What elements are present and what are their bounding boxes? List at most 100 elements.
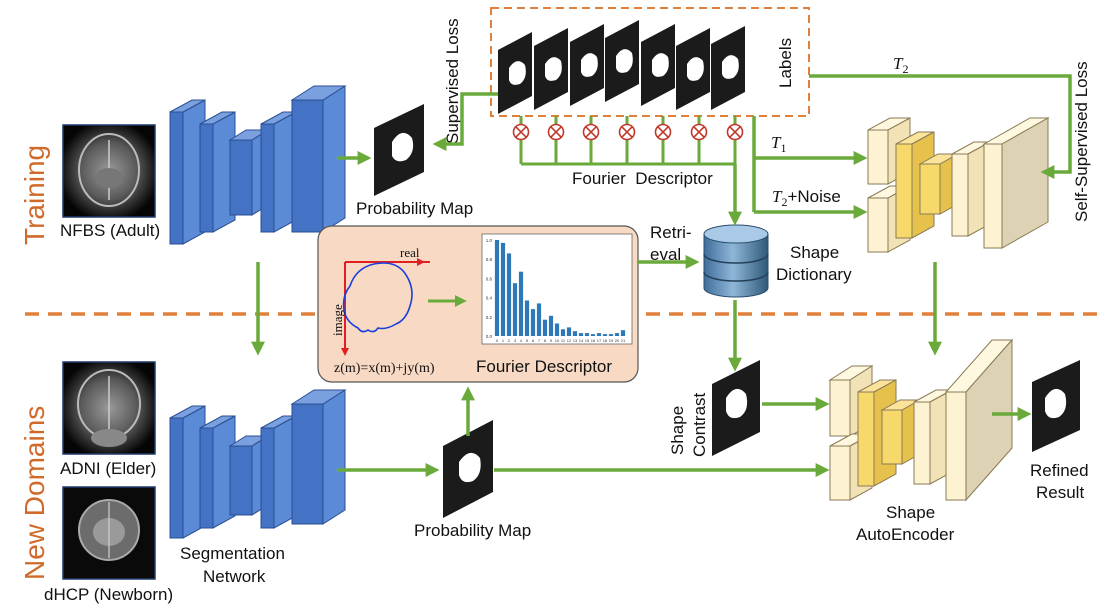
fd-bar <box>596 333 602 336</box>
fd-y-tick: 0.4 <box>486 296 493 301</box>
adni-label: ADNI (Elder) <box>60 459 156 478</box>
image-axis-label: image <box>330 304 345 336</box>
fd-x-tick: 10 <box>555 338 560 343</box>
refined-result-label-line2: Result <box>1036 483 1084 502</box>
fd-x-tick: 20 <box>615 338 620 343</box>
fd-x-tick: 4 <box>520 338 523 343</box>
fd-y-tick: 1.0 <box>486 238 493 243</box>
otimes-icons <box>512 123 744 141</box>
mri-image-nfbs <box>62 124 156 218</box>
shape-autoencoder-label-line1: Shape <box>886 503 935 522</box>
shape-dictionary-label-line1: Shape <box>790 243 839 262</box>
fd-x-tick: 21 <box>621 338 626 343</box>
t1-label: T <box>771 133 782 152</box>
new-domains-label: New Domains <box>19 406 50 580</box>
fd-y-tick: 0.2 <box>486 315 493 320</box>
fd-bar <box>548 315 554 336</box>
fd-bar <box>584 333 590 336</box>
equation-label: z(m)=x(m)+jy(m) <box>334 361 435 376</box>
nfbs-label: NFBS (Adult) <box>60 221 160 240</box>
svg-text:T2: T2 <box>893 54 908 76</box>
fd-bar <box>572 331 578 336</box>
fd-x-tick: 7 <box>538 338 541 343</box>
fd-bar <box>614 333 620 336</box>
segmentation-network-label-line1: Segmentation <box>180 544 285 563</box>
fd-x-tick: 3 <box>514 338 517 343</box>
fd-x-tick: 8 <box>544 338 547 343</box>
fourier-descriptor-top-label: Fourier Descriptor <box>572 169 713 188</box>
fd-bar <box>530 309 536 336</box>
fd-bar <box>620 330 626 336</box>
autoencoder-training <box>867 117 1050 253</box>
mri-image-dhcp <box>62 486 156 580</box>
fd-x-tick: 2 <box>508 338 511 343</box>
shape-contrast-map <box>712 360 760 456</box>
fd-x-tick: 0 <box>496 338 499 343</box>
fourier-multiplier-nodes <box>519 116 737 166</box>
real-axis-label: real <box>400 245 420 260</box>
fd-x-tick: 6 <box>532 338 535 343</box>
autoencoder-new-domains <box>828 338 1014 502</box>
fd-y-tick: 0.6 <box>486 276 493 281</box>
shape-dictionary-database-icon <box>703 224 769 298</box>
retrieval-label-line1: Retri- <box>650 223 692 242</box>
fd-x-tick: 1 <box>502 338 505 343</box>
fd-x-tick: 9 <box>550 338 553 343</box>
fd-bar <box>518 271 524 336</box>
segmentation-network-label-line2: Network <box>203 567 266 586</box>
probability-map-bottom <box>443 420 493 518</box>
fd-y-tick: 0.8 <box>486 257 493 262</box>
t2-label-noise: T <box>772 187 783 206</box>
fd-x-tick: 13 <box>573 338 578 343</box>
training-label: Training <box>19 145 50 245</box>
fd-bar <box>494 240 500 336</box>
supervised-loss-label: Supervised Loss <box>443 18 462 144</box>
fd-bar <box>536 303 542 336</box>
shape-contrast-label-line2: Contrast <box>690 392 709 457</box>
fd-x-tick: 19 <box>609 338 614 343</box>
shape-autoencoder-label-line2: AutoEncoder <box>856 525 955 544</box>
labels-label: Labels <box>776 38 795 88</box>
segmentation-network-new-domains <box>169 389 347 539</box>
fd-x-tick: 5 <box>526 338 529 343</box>
fd-x-tick: 16 <box>591 338 596 343</box>
fd-y-tick: 0.0 <box>486 334 493 339</box>
t1-subscript: 1 <box>780 141 786 155</box>
fd-bar <box>560 329 566 336</box>
retrieval-label-line2: eval <box>650 245 681 264</box>
fd-x-tick: 18 <box>603 338 608 343</box>
t2-subscript-noise: 2 <box>781 195 787 209</box>
svg-text:T1: T1 <box>771 133 786 155</box>
probability-map-bottom-label: Probability Map <box>414 521 531 540</box>
fd-bar <box>608 334 614 336</box>
mri-image-adni <box>62 361 156 455</box>
t2-subscript-top: 2 <box>902 62 908 76</box>
fd-bar <box>554 323 560 336</box>
dhcp-label: dHCP (Newborn) <box>44 585 173 604</box>
segmentation-network-training <box>169 85 347 245</box>
t2-label-top: T <box>893 54 904 73</box>
refined-result-map <box>1032 360 1080 452</box>
shape-dictionary-label-line2: Dictionary <box>776 265 852 284</box>
label-map-stack <box>498 20 745 114</box>
probability-map-top <box>374 104 424 196</box>
flow-arrows <box>251 74 1072 477</box>
fd-bar <box>590 334 596 336</box>
fd-bar <box>578 333 584 336</box>
fd-bar <box>602 334 608 336</box>
probability-map-top-label: Probability Map <box>356 199 473 218</box>
fd-x-tick: 15 <box>585 338 590 343</box>
fd-bar <box>524 300 530 336</box>
fd-x-tick: 14 <box>579 338 584 343</box>
labels-box <box>490 7 810 117</box>
fourier-descriptor-inset-title: Fourier Descriptor <box>476 357 612 376</box>
fd-bar <box>512 283 518 336</box>
fd-bar <box>566 327 572 336</box>
refined-result-label-line1: Refined <box>1030 461 1089 480</box>
noise-label: +Noise <box>787 187 840 206</box>
fd-bar <box>506 253 512 336</box>
svg-text:T2+Noise: T2+Noise <box>772 187 841 209</box>
self-supervised-loss-label: Self-Supervised Loss <box>1072 61 1091 222</box>
